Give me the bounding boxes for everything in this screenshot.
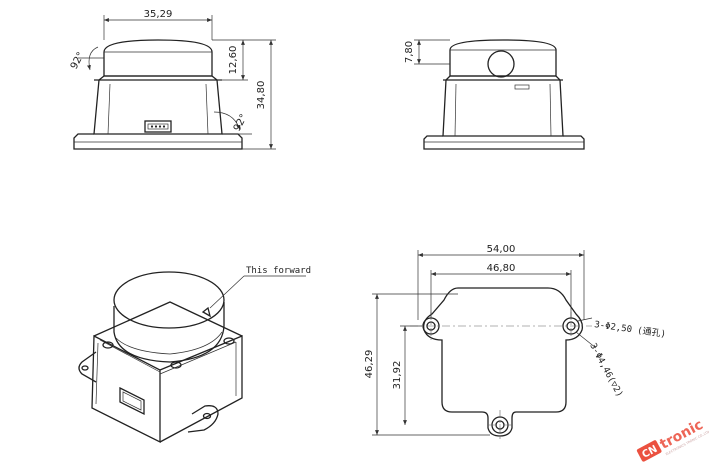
forward-label: This forward bbox=[246, 266, 311, 276]
sensor-window bbox=[487, 50, 515, 78]
isometric-view: This forward bbox=[78, 266, 311, 444]
side-view: 7,80 bbox=[404, 39, 585, 150]
dim-base-width-outer: 54,00 bbox=[487, 244, 516, 255]
cntronic-logo: CN tronic ELECTRONICS TRONIC CO.,LTD bbox=[636, 417, 710, 462]
callout-hole-through: 3-Φ2,50 (通孔) bbox=[594, 319, 667, 340]
dim-base-width-inner: 46,80 bbox=[487, 263, 516, 274]
dim-side-offset: 7,80 bbox=[404, 41, 415, 63]
dim-front-width: 35,29 bbox=[144, 9, 173, 20]
connector bbox=[144, 120, 172, 133]
angle-right: 92° bbox=[232, 112, 250, 133]
angle-left: 92° bbox=[69, 50, 87, 71]
front-view: 35,29 12,60 34,80 92° 92° bbox=[69, 9, 276, 150]
dim-dome-height: 12,60 bbox=[228, 46, 239, 75]
callout-hole-counterbore: 3-Φ4,46(▽2) bbox=[587, 342, 624, 399]
dim-base-height-outer: 46,29 bbox=[364, 350, 375, 379]
bottom-view: 54,00 46,80 46,29 31,92 3-Φ2,50 (通孔) 3-Φ… bbox=[364, 244, 667, 440]
dim-total-height: 34,80 bbox=[256, 81, 267, 110]
dim-base-height-inner: 31,92 bbox=[392, 361, 403, 390]
